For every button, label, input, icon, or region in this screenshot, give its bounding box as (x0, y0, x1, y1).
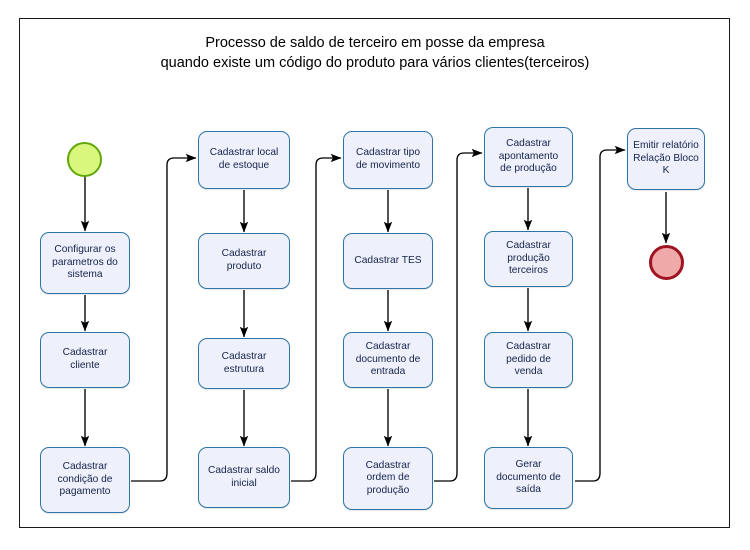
process-node-cadastrar-ordem-producao[interactable]: Cadastrar ordem de produção (343, 447, 433, 510)
process-node-gerar-documento-saida[interactable]: Gerar documento de saída (484, 447, 573, 509)
process-node-cadastrar-local-estoque[interactable]: Cadastrar local de estoque (198, 131, 290, 189)
process-node-cadastrar-documento-entrada[interactable]: Cadastrar documento de entrada (343, 332, 433, 388)
process-node-cadastrar-apontamento-producao[interactable]: Cadastrar apontamento de produção (484, 127, 573, 187)
end-terminator (649, 245, 684, 280)
process-node-emitir-relatorio-bloco-k[interactable]: Emitir relatório Relação Bloco K (627, 128, 705, 190)
process-node-cadastrar-cliente[interactable]: Cadastrar cliente (40, 332, 130, 388)
process-node-cadastrar-produto[interactable]: Cadastrar produto (198, 233, 290, 289)
process-node-cadastrar-pedido-venda[interactable]: Cadastrar pedido de venda (484, 332, 573, 388)
start-terminator (67, 142, 102, 177)
process-node-cadastrar-estrutura[interactable]: Cadastrar estrutura (198, 338, 290, 389)
process-node-configurar-parametros[interactable]: Configurar os parametros do sistema (40, 232, 130, 294)
diagram-title: Processo de saldo de terceiro em posse d… (160, 35, 590, 71)
process-node-cadastrar-tes[interactable]: Cadastrar TES (343, 233, 433, 289)
process-node-cadastrar-condicao-pagamento[interactable]: Cadastrar condição de pagamento (40, 447, 130, 513)
process-node-cadastrar-saldo-inicial[interactable]: Cadastrar saldo inicial (198, 447, 290, 508)
process-node-cadastrar-tipo-movimento[interactable]: Cadastrar tipo de movimento (343, 131, 433, 189)
process-node-cadastrar-producao-terceiros[interactable]: Cadastrar produção terceiros (484, 231, 573, 287)
